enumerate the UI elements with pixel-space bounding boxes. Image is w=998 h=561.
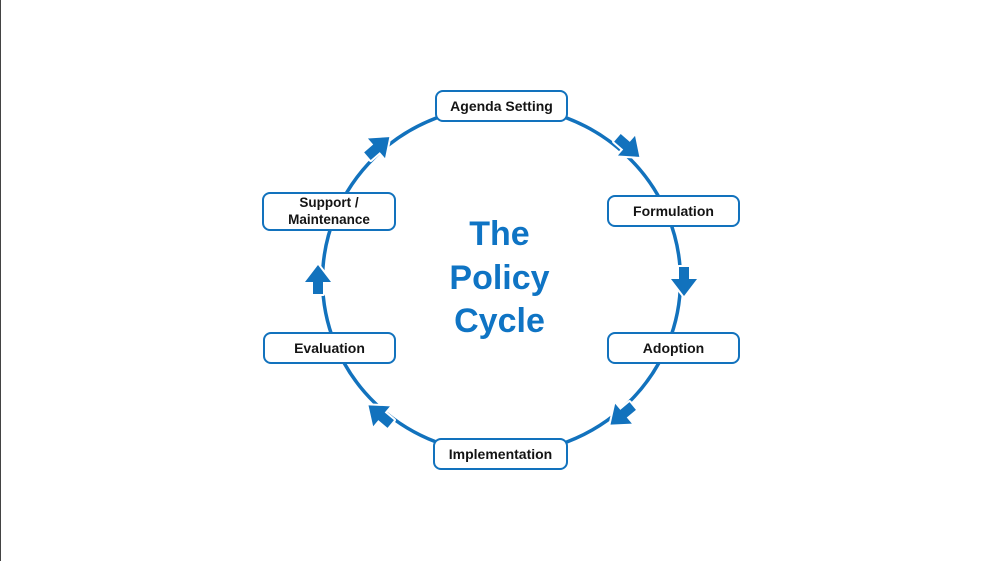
arrow-implementation-to-evaluation-icon	[366, 403, 396, 430]
stage-label-evaluation: Evaluation	[294, 339, 365, 356]
stage-box-adoption: Adoption	[607, 332, 740, 364]
stage-box-formulation: Formulation	[607, 195, 740, 227]
stage-box-support-maintenance: Support / Maintenance	[262, 192, 396, 231]
stage-box-implementation: Implementation	[433, 438, 568, 470]
arrow-formulation-to-adoption-icon	[669, 265, 699, 298]
arrow-adoption-to-implementation-icon	[608, 400, 638, 427]
stage-label-agenda-setting: Agenda Setting	[450, 97, 553, 114]
stage-box-evaluation: Evaluation	[263, 332, 396, 364]
arrow-support-to-agenda-icon	[362, 135, 392, 162]
arrow-agenda-to-formulation-icon	[612, 132, 642, 159]
stage-box-agenda-setting: Agenda Setting	[435, 90, 568, 122]
stage-label-support-maintenance: Support / Maintenance	[288, 194, 370, 227]
stage-label-formulation: Formulation	[633, 202, 714, 219]
stage-label-implementation: Implementation	[448, 445, 553, 462]
arrow-evaluation-to-support-icon	[303, 263, 333, 296]
stage-label-adoption: Adoption	[642, 339, 705, 356]
diagram-title: The Policy Cycle	[449, 215, 550, 341]
